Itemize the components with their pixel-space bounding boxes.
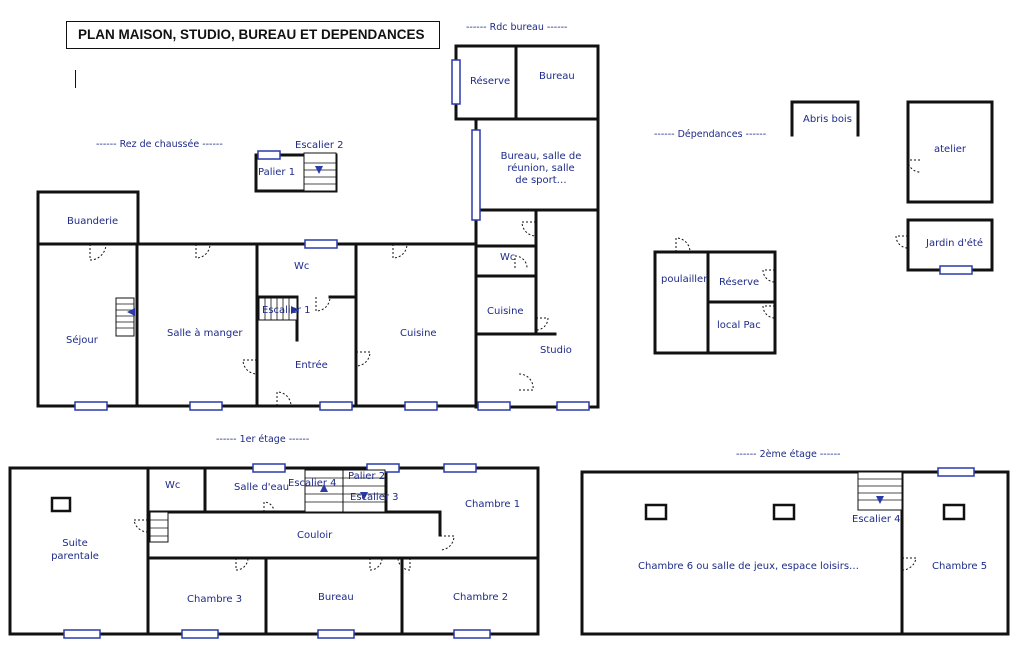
section-rez-de-chaussee: ------ Rez de chaussée ------ <box>96 139 223 150</box>
section-1er-etage: ------ 1er étage ------ <box>216 434 310 445</box>
room-chambre-1: Chambre 1 <box>465 499 521 510</box>
room-chambre-2: Chambre 2 <box>453 592 509 603</box>
room-studio: Studio <box>540 345 572 356</box>
room-jardin-ete: Jardin d'été <box>926 238 983 249</box>
room-reserve-bureau: Réserve <box>470 76 511 87</box>
room-wc-studio: Wc <box>500 252 516 263</box>
room-chambre-6: Chambre 6 ou salle de jeux, espace loisi… <box>638 561 860 572</box>
room-bureau-multi: Bureau, salle de réunion, salle de sport… <box>500 151 582 186</box>
room-escalier-4: Escalier 4 <box>288 478 337 489</box>
room-escalier-3: Escalier 3 <box>350 492 399 503</box>
room-poulailler: poulailler <box>661 274 708 285</box>
room-palier-2: Palier 2 <box>348 471 386 482</box>
room-wc-1er: Wc <box>165 480 181 491</box>
room-cuisine-studio: Cuisine <box>487 306 524 317</box>
room-reserve-dep: Réserve <box>719 277 760 288</box>
room-palier-1: Palier 1 <box>258 167 296 178</box>
room-buanderie: Buanderie <box>67 216 119 227</box>
room-chambre-3: Chambre 3 <box>187 594 243 605</box>
room-suite-parentale: Suite parentale <box>51 538 99 562</box>
room-escalier-2e: Escalier 4 <box>852 514 901 525</box>
room-bureau-rdc: Bureau <box>539 71 575 82</box>
room-bureau-1er: Bureau <box>318 592 354 603</box>
room-salle-d-eau: Salle d'eau <box>234 482 290 493</box>
room-sejour: Séjour <box>66 335 98 346</box>
section-rdc-bureau: ------ Rdc bureau ------ <box>466 22 568 33</box>
room-couloir: Couloir <box>297 530 333 541</box>
room-atelier: atelier <box>934 144 967 155</box>
room-escalier-1: Escalier 1 <box>262 305 311 316</box>
room-abris-bois: Abris bois <box>803 114 852 125</box>
section-2eme-etage: ------ 2ème étage ------ <box>736 449 841 460</box>
section-dependances: ------ Dépendances ------ <box>654 129 767 140</box>
room-local-pac: local Pac <box>717 320 761 331</box>
room-wc-rdc: Wc <box>294 261 310 272</box>
text-cursor <box>75 70 76 88</box>
room-entree: Entrée <box>295 360 328 371</box>
room-salle-a-manger: Salle à manger <box>167 328 243 339</box>
room-chambre-5: Chambre 5 <box>932 561 988 572</box>
page-title: PLAN MAISON, STUDIO, BUREAU ET DEPENDANC… <box>66 21 440 49</box>
room-cuisine: Cuisine <box>400 328 437 339</box>
room-escalier-2: Escalier 2 <box>295 140 344 151</box>
